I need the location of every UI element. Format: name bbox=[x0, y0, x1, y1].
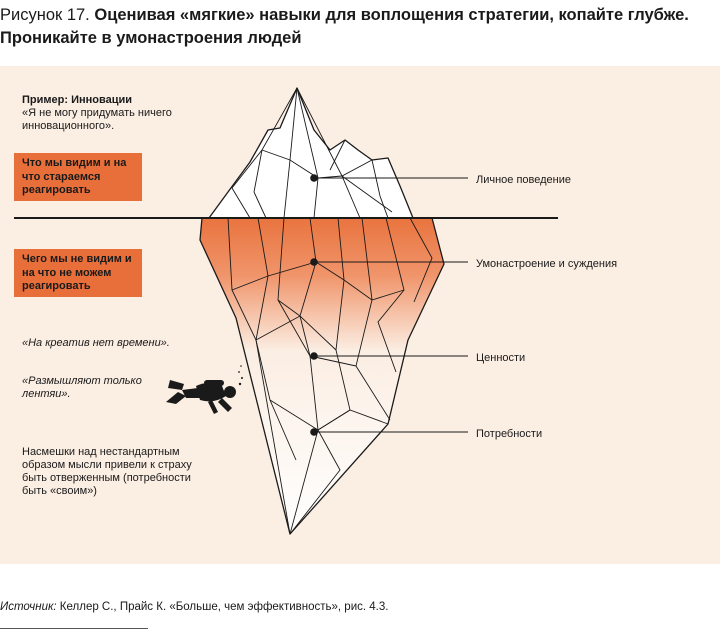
visible-box: Что мы видим и на что стараемся реагиров… bbox=[14, 153, 142, 201]
iceberg-facets-bottom bbox=[227, 217, 433, 535]
source-line: Источник: Келлер С., Прайс К. «Больше, ч… bbox=[0, 600, 388, 614]
iceberg-facets-top bbox=[231, 87, 393, 219]
iceberg-tip bbox=[208, 87, 414, 219]
note-text: Насмешки над нестандартным образом мысли… bbox=[22, 446, 192, 497]
example-heading: Пример: Инновации bbox=[22, 94, 133, 106]
example-block-text: Пример: Инновации «Я не могу придумать н… bbox=[22, 94, 192, 133]
level-label-needs: Потребности bbox=[476, 428, 543, 440]
source-prefix: Источник: bbox=[0, 601, 57, 613]
quote-item: «Размышляют только лентяи». bbox=[22, 375, 142, 400]
iceberg-diagram bbox=[14, 87, 558, 535]
diagram-panel bbox=[0, 66, 720, 564]
scuba-diver-icon bbox=[166, 365, 243, 414]
figure-title-text: Оценивая «мягкие» навыки для воплощения … bbox=[0, 6, 689, 47]
example-quote: «Я не могу придумать ничего инновационно… bbox=[22, 107, 172, 132]
level-label-behavior: Личное поведение bbox=[476, 174, 572, 186]
hidden-box: Чего мы не видим и на что не можем реаги… bbox=[14, 249, 142, 297]
level-leaders bbox=[310, 174, 468, 436]
quote-item: «На креатив нет времени». bbox=[22, 337, 170, 349]
level-label-mindset: Умонастроение и суждения bbox=[476, 258, 618, 270]
footnote-rule bbox=[0, 628, 148, 629]
figure-title: Рисунок 17. Оценивая «мягкие» навыки для… bbox=[0, 4, 712, 50]
level-label-values: Ценности bbox=[476, 352, 526, 364]
figure-number: Рисунок 17. bbox=[0, 6, 90, 24]
source-text: Келлер С., Прайс К. «Больше, чем эффекти… bbox=[56, 601, 389, 613]
